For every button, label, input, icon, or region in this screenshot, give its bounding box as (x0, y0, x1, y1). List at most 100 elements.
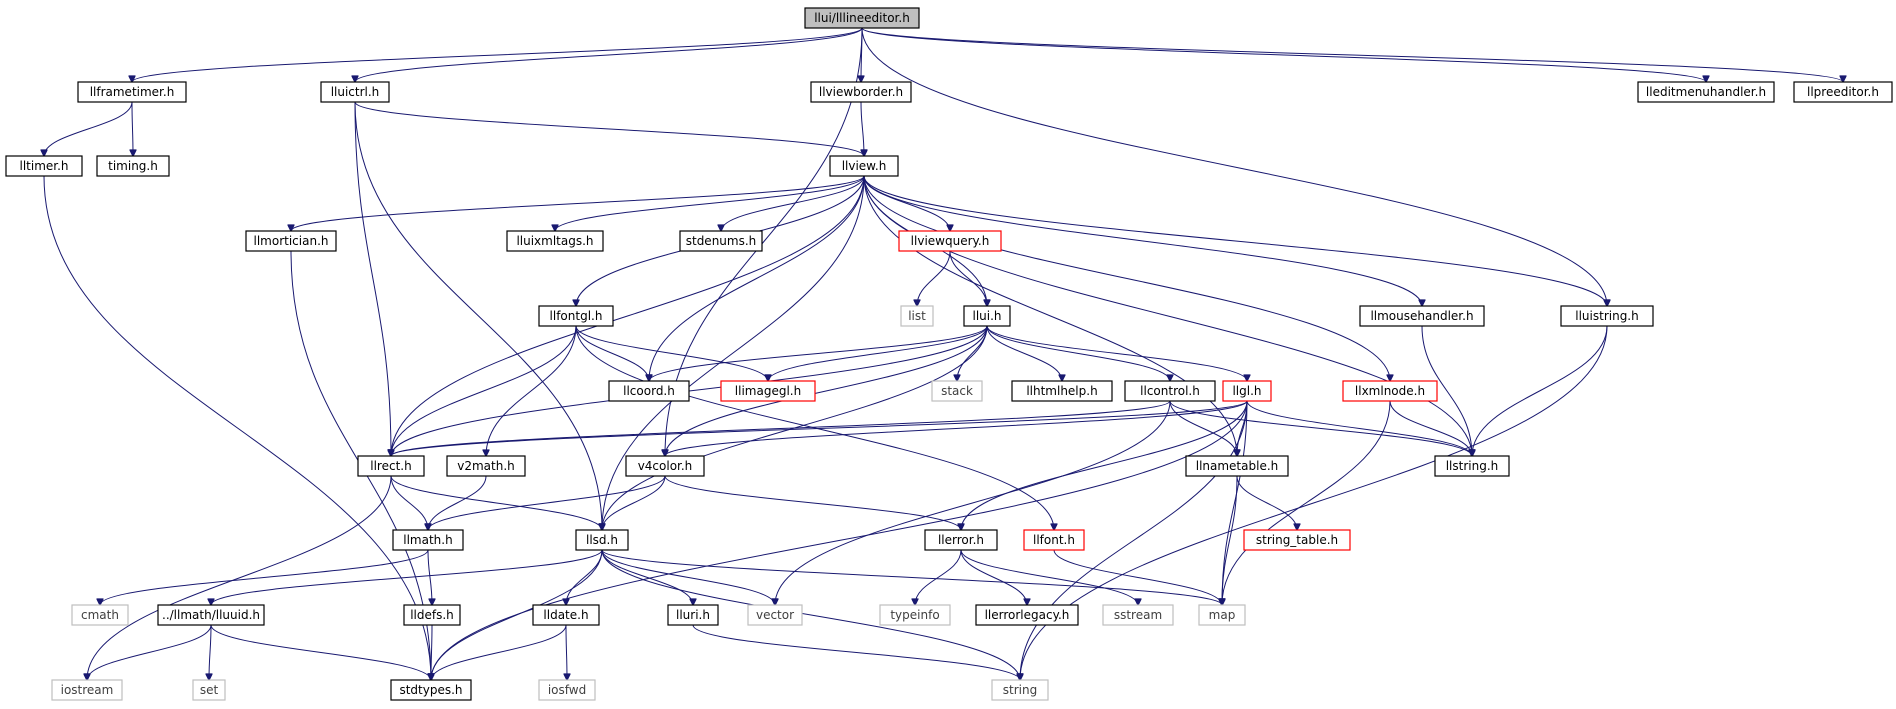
node-box (1342, 380, 1438, 402)
node-llgl[interactable]: llgl.h (1222, 380, 1272, 402)
edge-root-to-lluictrl (355, 27, 863, 82)
node-box (667, 604, 719, 626)
node-llerrorlegacy[interactable]: llerrorlegacy.h (975, 604, 1079, 626)
node-lldefs[interactable]: lldefs.h (403, 604, 461, 626)
node-llrect[interactable]: llrect.h (357, 455, 425, 477)
node-label: lluixmltags.h (516, 234, 593, 248)
node-lluictrl[interactable]: lluictrl.h (320, 81, 390, 103)
node-box (991, 679, 1049, 701)
node-box (157, 604, 265, 626)
edge-llframetimer-to-timing (132, 101, 133, 156)
node-label: llcoord.h (623, 384, 675, 398)
node-lldate[interactable]: lldate.h (532, 604, 600, 626)
node-label: lluri.h (676, 608, 710, 622)
edge-lluictrl-to-llview (354, 101, 864, 156)
node-sstream[interactable]: sstream (1102, 604, 1174, 626)
node-v2math[interactable]: v2math.h (446, 455, 526, 477)
node-llerror[interactable]: llerror.h (924, 529, 998, 551)
edge-root-to-llframetimer (132, 27, 863, 82)
node-box (1560, 305, 1654, 327)
node-lleditmenuhandler[interactable]: lleditmenuhandler.h (1637, 81, 1775, 103)
node-llxmlnode[interactable]: llxmlnode.h (1342, 380, 1438, 402)
node-llmath[interactable]: llmath.h (392, 529, 464, 551)
node-string-table[interactable]: string_table.h (1243, 529, 1351, 551)
node-llfont[interactable]: llfont.h (1023, 529, 1085, 551)
node-iosfwd[interactable]: iosfwd (538, 679, 596, 701)
node-llcoord[interactable]: llcoord.h (608, 380, 690, 402)
node-lluistring[interactable]: lluistring.h (1560, 305, 1654, 327)
edge-llview-to-llcoord (649, 175, 865, 381)
node-llviewquery[interactable]: llviewquery.h (898, 230, 1002, 252)
node-stack[interactable]: stack (931, 380, 983, 402)
node-box (924, 529, 998, 551)
edge-llgl-to-map (1222, 400, 1248, 605)
edge-lluictrl-to-llsd (354, 101, 602, 530)
node-box (96, 155, 170, 177)
node-list[interactable]: list (900, 305, 934, 327)
node-label: v4color.h (638, 459, 693, 473)
node-box (720, 380, 816, 402)
node-label: llnametable.h (1196, 459, 1279, 473)
edge-llview-to-llstring (863, 175, 1472, 456)
node-lluri[interactable]: lluri.h (667, 604, 719, 626)
node-llstring[interactable]: llstring.h (1434, 455, 1510, 477)
node-llnametable[interactable]: llnametable.h (1185, 455, 1289, 477)
edge-llsd-to-vector (601, 549, 775, 605)
node-box (403, 604, 461, 626)
node-llcontrol[interactable]: llcontrol.h (1124, 380, 1216, 402)
node-label: lleditmenuhandler.h (1646, 85, 1766, 99)
edge-llviewquery-to-list (917, 250, 951, 306)
node-stdtypes[interactable]: stdtypes.h (390, 679, 472, 701)
edge-llerror-to-llerrorlegacy (960, 549, 1027, 605)
edge-layer (44, 27, 1843, 680)
edge-llmousehandler-to-llstring (1421, 325, 1472, 456)
node-label: timing.h (108, 159, 158, 173)
node-llui[interactable]: llui.h (963, 305, 1011, 327)
node-llmortician[interactable]: llmortician.h (245, 230, 337, 252)
node-llsd[interactable]: llsd.h (575, 529, 629, 551)
node-llpreeditor[interactable]: llpreeditor.h (1793, 81, 1893, 103)
edge-llsd-to-map (601, 549, 1222, 605)
node-typeinfo[interactable]: typeinfo (879, 604, 951, 626)
edge-llview-to-lluixmltags (555, 175, 865, 231)
node-cmath[interactable]: cmath (71, 604, 129, 626)
node-llmousehandler[interactable]: llmousehandler.h (1359, 305, 1485, 327)
edge-llfontgl-to-llimagegl (575, 325, 768, 381)
node-llfontgl[interactable]: llfontgl.h (538, 305, 614, 327)
node-llviewborder[interactable]: llviewborder.h (810, 81, 912, 103)
node-box (320, 81, 390, 103)
node-iostream[interactable]: iostream (51, 679, 123, 701)
node-box (5, 155, 83, 177)
node-string[interactable]: string (991, 679, 1049, 701)
node-lltimer[interactable]: lltimer.h (5, 155, 83, 177)
node-vector[interactable]: vector (747, 604, 803, 626)
node-llframetimer[interactable]: llframetimer.h (77, 81, 187, 103)
node-box (1124, 380, 1216, 402)
edge-v4color-to-llerror (664, 475, 961, 530)
node-box (245, 230, 337, 252)
node-box (1359, 305, 1485, 327)
node-v4color[interactable]: v4color.h (625, 455, 705, 477)
edge-llgl-to-stdtypes (431, 400, 1248, 680)
node-llhtmlhelp[interactable]: llhtmlhelp.h (1011, 380, 1113, 402)
edge-llfontgl-to-llrect (391, 325, 577, 456)
edge-llcontrol-to-llrect (391, 400, 1171, 456)
edge-root-to-lleditmenuhandler (861, 27, 1706, 82)
node-label: llmousehandler.h (1370, 309, 1473, 323)
node-map[interactable]: map (1198, 604, 1246, 626)
node-lluuid[interactable]: ../llmath/lluuid.h (157, 604, 265, 626)
node-label: v2math.h (457, 459, 515, 473)
node-stdenums[interactable]: stdenums.h (679, 230, 763, 252)
edge-root-to-llpreeditor (861, 27, 1843, 82)
node-label: list (908, 309, 926, 323)
node-llview[interactable]: llview.h (829, 155, 899, 177)
node-set[interactable]: set (192, 679, 226, 701)
node-llimagegl[interactable]: llimagegl.h (720, 380, 816, 402)
node-lluixmltags[interactable]: lluixmltags.h (506, 230, 604, 252)
edge-llviewborder-to-llview (861, 101, 864, 156)
node-label: llerror.h (938, 533, 984, 547)
node-root[interactable]: llui/lllineeditor.h (804, 7, 920, 29)
edge-llrect-to-llmath (390, 475, 428, 530)
node-timing[interactable]: timing.h (96, 155, 170, 177)
